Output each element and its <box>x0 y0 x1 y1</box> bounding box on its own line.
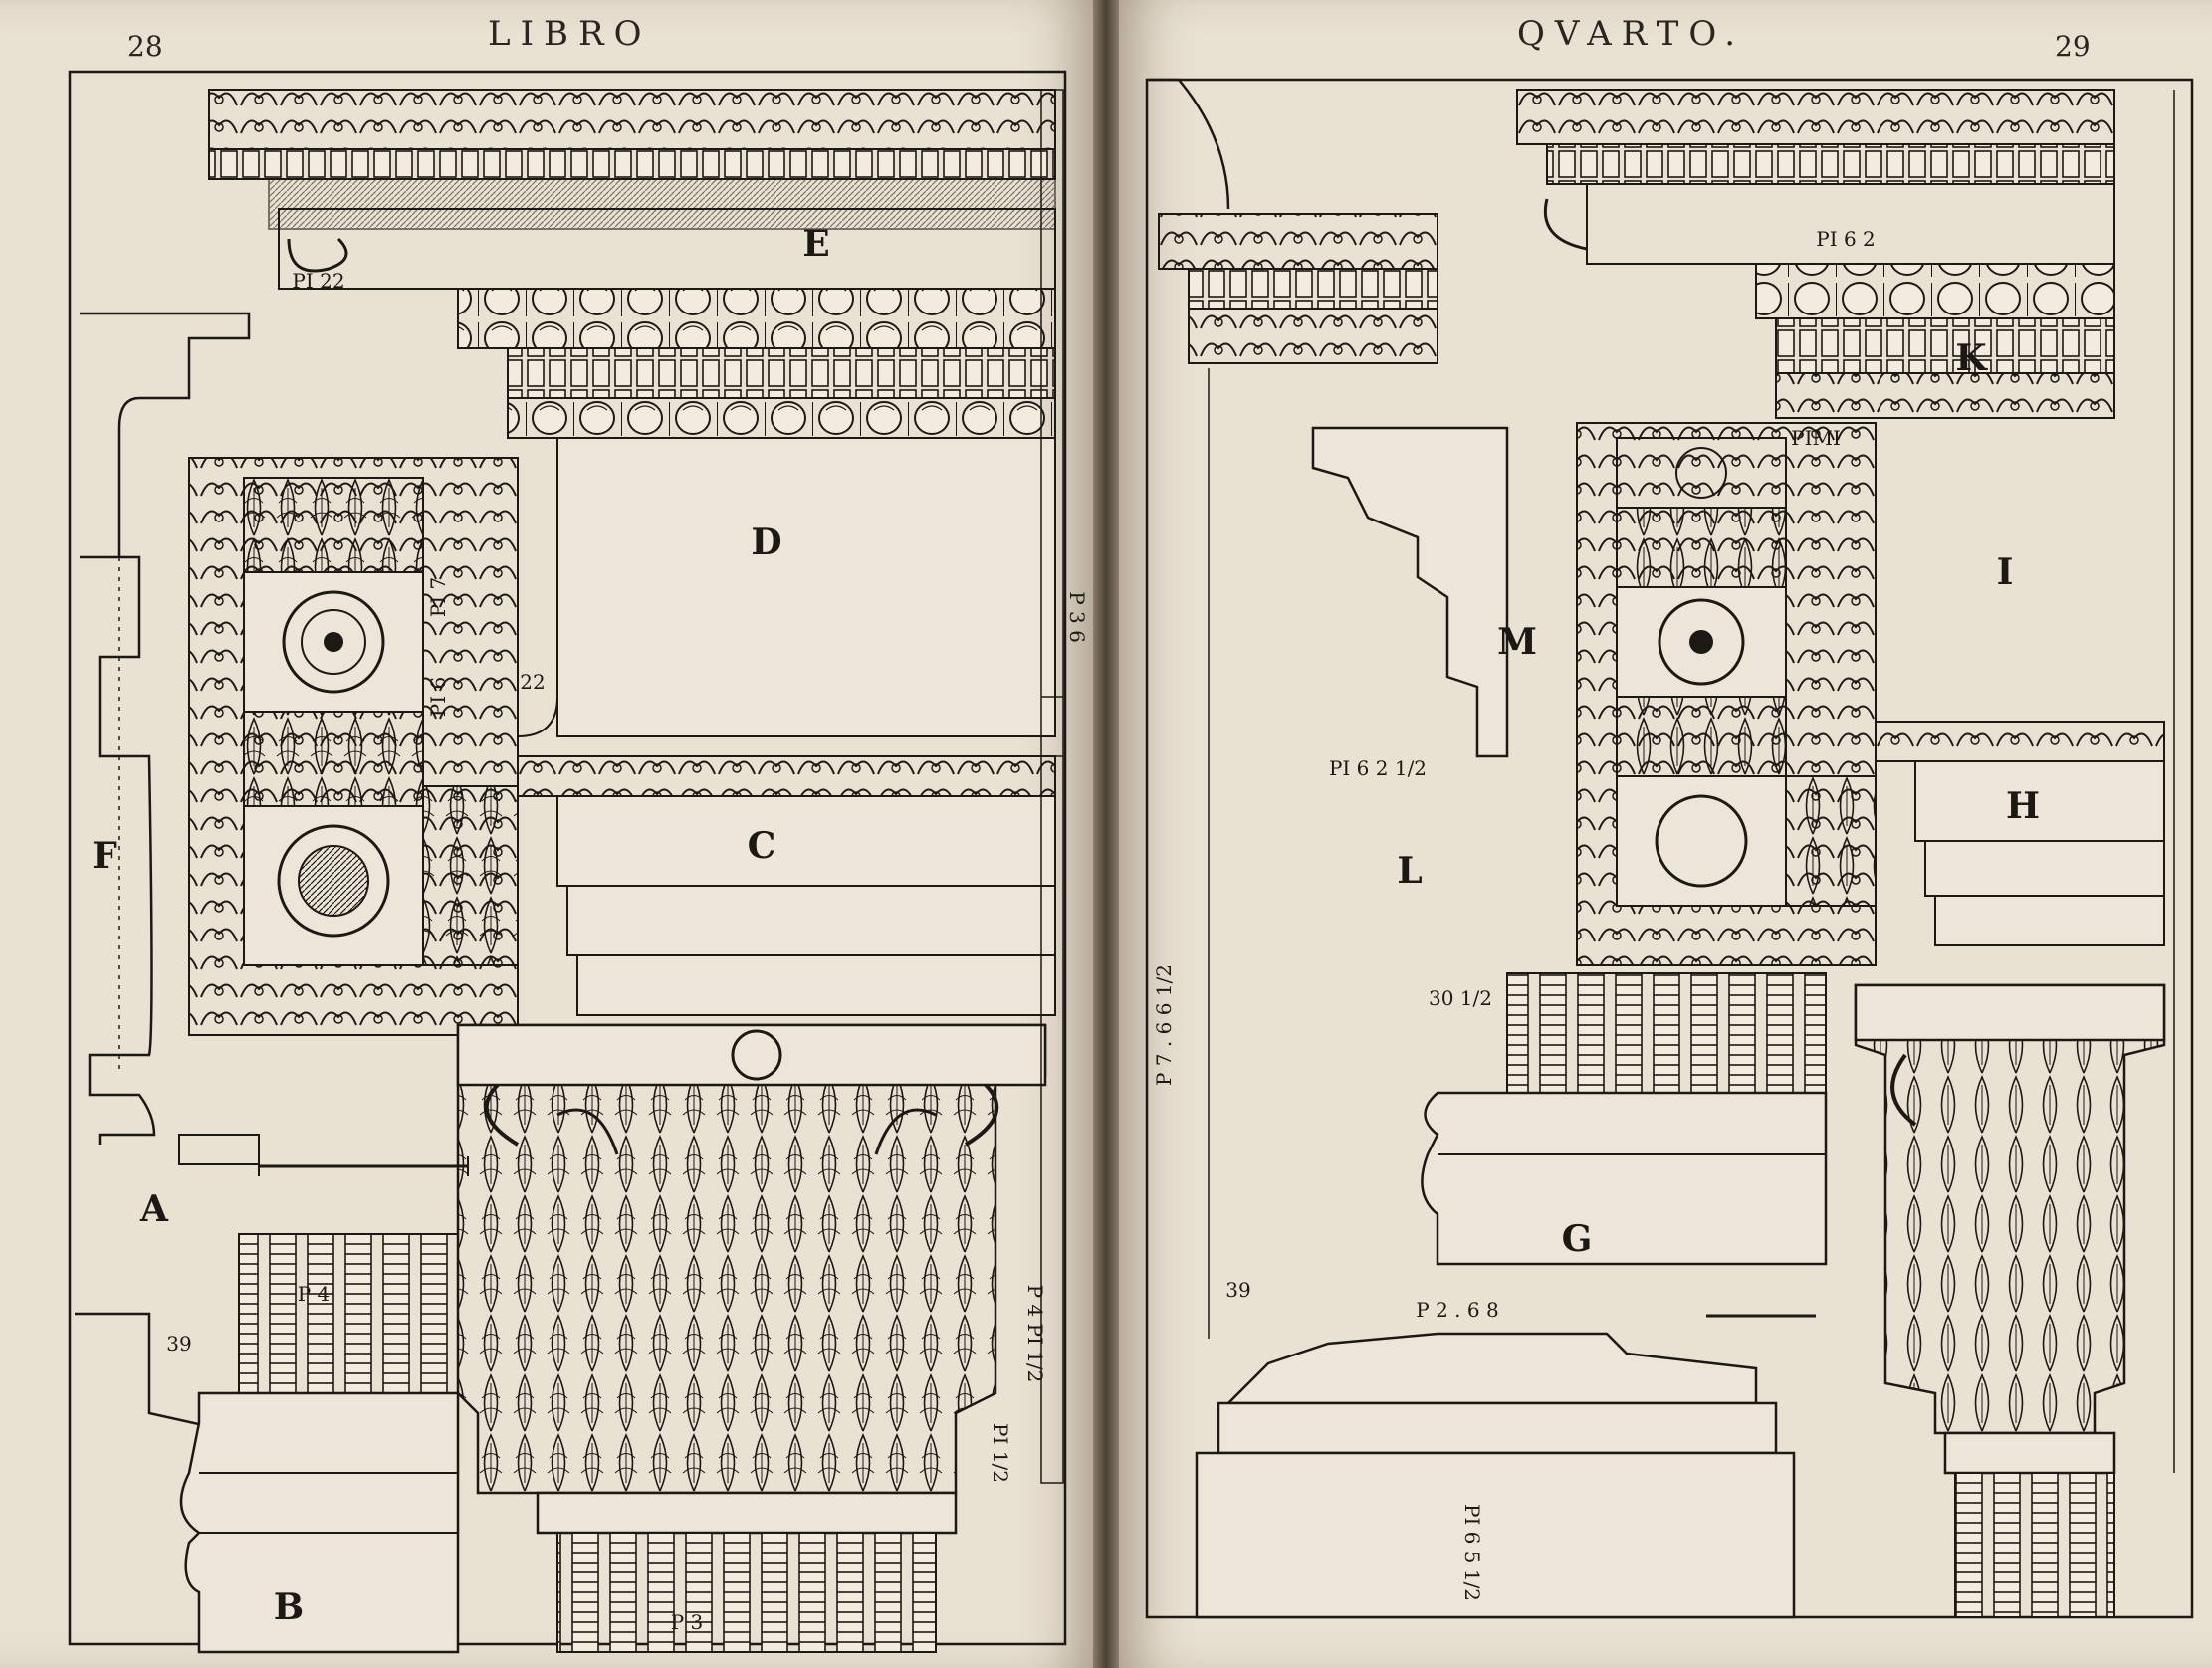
label-k: K <box>1955 337 1987 379</box>
note-n22: 22 <box>520 670 546 694</box>
note-n39-right: 39 <box>1225 1278 1251 1302</box>
folio-left: 28 <box>127 30 163 63</box>
note-shaft-d: P 3 6 <box>1065 591 1089 643</box>
note-l-height: P 7 . 6 6 1/2 <box>1152 964 1176 1086</box>
right-page: QVARTO. 29 <box>1119 0 2212 1668</box>
note-base-p: P 3 <box>670 1610 704 1634</box>
running-head-right: QVARTO. <box>1517 14 1746 54</box>
book-gutter <box>1093 0 1119 1668</box>
note-g-pi: P 2 . 6 8 <box>1416 1298 1499 1322</box>
label-e: E <box>802 223 830 265</box>
note-frieze-pi: PI 7 <box>426 576 450 618</box>
label-h: H <box>2005 785 2041 827</box>
label-c: C <box>747 825 776 867</box>
note-cornice-pi-right: PI 6 2 <box>1816 227 1876 251</box>
left-page: 28 LIBRO <box>0 0 1093 1668</box>
note-cornice-pi: PI 22 <box>292 269 345 293</box>
note-m-pi: PI 6 2 1/2 <box>1328 756 1428 780</box>
label-d: D <box>751 521 782 563</box>
note-n30: 30 1/2 <box>1429 986 1492 1010</box>
label-f: F <box>92 835 117 877</box>
label-i: I <box>1996 551 2014 593</box>
label-b: B <box>273 1586 305 1628</box>
note-base-pi: PI 6 5 1/2 <box>1460 1503 1484 1602</box>
label-m: M <box>1497 621 1537 663</box>
label-a: A <box>140 1188 168 1230</box>
right-plate <box>1145 78 2194 1619</box>
label-l: L <box>1397 850 1423 892</box>
running-head-left: LIBRO <box>488 14 652 54</box>
note-shaft-pi: P 4 <box>297 1282 331 1306</box>
note-capital-pi2: P 4 PI 1/2 <box>1023 1284 1047 1383</box>
note-n39: 39 <box>166 1332 192 1355</box>
note-capital-pi: PI 1/2 <box>989 1423 1012 1483</box>
note-pimi: PIMI <box>1791 426 1841 450</box>
label-g: G <box>1561 1218 1593 1260</box>
note-frieze-pi2: PI 6 <box>426 676 450 718</box>
left-plate <box>68 70 1067 1654</box>
folio-right: 29 <box>2055 30 2091 63</box>
